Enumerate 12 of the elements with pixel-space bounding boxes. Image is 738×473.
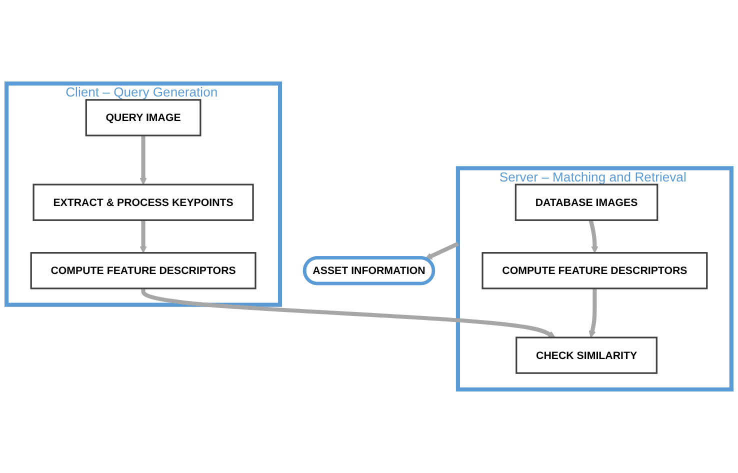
arrow [140, 135, 147, 185]
arrow [424, 242, 459, 260]
node-box: COMPUTE FEATURE DESCRIPTORS [30, 252, 256, 290]
node-box: COMPUTE FEATURE DESCRIPTORS [482, 252, 708, 290]
arrow [588, 220, 598, 254]
node-box: CHECK SIMILARITY [516, 336, 658, 374]
arrow [140, 220, 147, 254]
node-box: QUERY IMAGE [85, 99, 202, 136]
arrow [588, 288, 597, 338]
arrow [141, 288, 556, 338]
node-box: DATABASE IMAGES [514, 184, 658, 221]
node-box: EXTRACT & PROCESS KEYPOINTS [32, 184, 254, 221]
